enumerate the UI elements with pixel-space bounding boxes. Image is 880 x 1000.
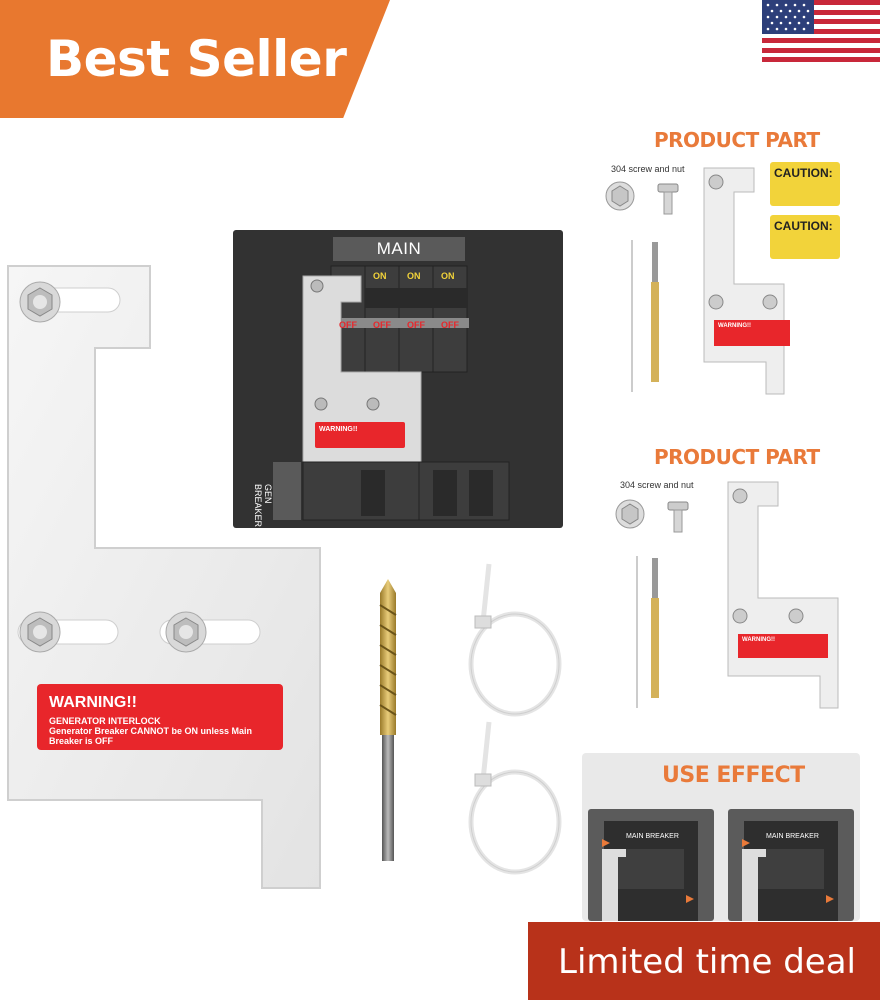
main-off-label-1: OFF xyxy=(339,320,357,330)
main-off-label-3: OFF xyxy=(407,320,425,330)
caution-label-1: CAUTION: xyxy=(770,162,840,206)
breaker-panel: MAIN BREAKER ON ON ON OFF OFF OFF OFF WA… xyxy=(233,230,563,528)
part1-warning-title: WARNING!! xyxy=(718,323,751,329)
cable-tie-icon xyxy=(468,563,562,875)
screw-label-2: 304 screw and nut xyxy=(620,480,694,490)
best-seller-label: Best Seller xyxy=(46,30,347,88)
main-on-label-3: ON xyxy=(441,271,455,281)
drill-bit-icon xyxy=(379,579,397,861)
use-effect-title: USE EFFECT xyxy=(662,763,805,788)
part2-warning-title: WARNING!! xyxy=(742,637,775,643)
breaker-label: BREAKER xyxy=(253,484,263,528)
limited-deal-banner: Limited time deal xyxy=(528,922,880,1000)
interlock-warning-line1: GENERATOR INTERLOCK xyxy=(49,716,161,726)
screw-label-1: 304 screw and nut xyxy=(611,164,685,174)
interlock-warning-title: WARNING!! xyxy=(49,694,137,711)
interlock-warning-line2: Generator Breaker CANNOT be ON unless Ma… xyxy=(49,726,253,746)
bolt-icon xyxy=(19,281,61,323)
main-on-label-1: ON xyxy=(373,271,387,281)
limited-deal-label: Limited time deal xyxy=(558,942,856,982)
plate-small-icon-1 xyxy=(703,167,790,395)
drill-bit-small-icon-2 xyxy=(636,556,659,708)
panel-warning-title: WARNING!! xyxy=(319,426,358,433)
main-off-label-2: OFF xyxy=(373,320,391,330)
main-off-label-4: OFF xyxy=(441,320,459,330)
gen-label: GEN xyxy=(263,484,273,504)
use-effect-box: USE EFFECT MAIN BREAKER MAIN BREAKER xyxy=(582,753,860,921)
caution-label-2: CAUTION: xyxy=(770,215,840,259)
use-effect-panel-label-2: MAIN BREAKER xyxy=(766,833,819,840)
product-part-title-1: PRODUCT PART xyxy=(654,128,820,152)
us-flag-icon xyxy=(762,0,880,62)
interlock-warning-label: WARNING!! GENERATOR INTERLOCK Generator … xyxy=(37,684,283,750)
best-seller-banner xyxy=(0,0,390,118)
product-part-title-2: PRODUCT PART xyxy=(654,445,820,469)
caution-title-1: CAUTION: xyxy=(774,166,833,180)
plate-small-icon-2 xyxy=(727,481,839,709)
main-on-label-2: ON xyxy=(407,271,421,281)
use-effect-panel-label-1: MAIN BREAKER xyxy=(626,833,679,840)
screw-nut-icon-2 xyxy=(615,499,689,533)
caution-title-2: CAUTION: xyxy=(774,219,833,233)
drill-bit-small-icon xyxy=(631,240,659,392)
screw-nut-icon xyxy=(605,181,679,215)
